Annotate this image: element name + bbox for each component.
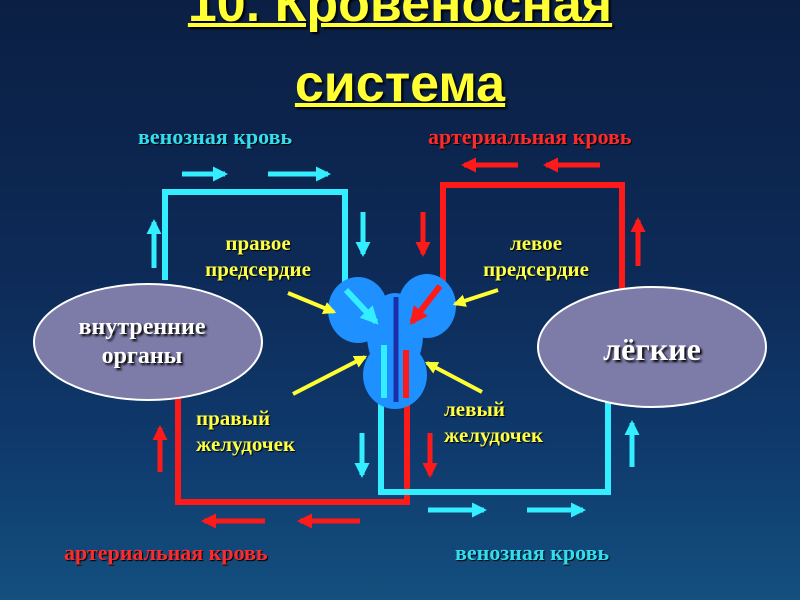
lungs-ellipse	[537, 286, 767, 408]
lungs-text: лёгкие	[603, 331, 701, 367]
title-text-2: система	[294, 55, 506, 113]
label-venous-top: венозная кровь	[138, 124, 293, 149]
right-atrium-text: правое предсердие	[205, 231, 311, 282]
internal-organs-ellipse	[33, 283, 263, 401]
pointer-right-atrium	[287, 291, 337, 314]
pointer-right-ventricle	[292, 355, 368, 396]
label-right-ventricle: правый желудочек	[196, 405, 295, 458]
page-title-line-2: система	[0, 58, 800, 110]
label-left-ventricle: левый желудочек	[444, 396, 543, 449]
arterial-loop-bottom-left	[175, 398, 410, 505]
venous-loop-top-left	[162, 189, 348, 290]
title-text-1: 10. Кровеносная	[187, 0, 613, 33]
label-right-atrium: правое предсердие	[178, 230, 338, 283]
left-atrium-text: левое предсердие	[483, 231, 589, 282]
arterial-loop-top-right	[440, 182, 625, 295]
page-title-line-1: 10. Кровеносная	[0, 0, 800, 30]
venous-flow-into-heart	[343, 287, 379, 325]
pointer-left-atrium	[452, 288, 499, 307]
pointer-left-ventricle	[424, 361, 483, 394]
internal-organs-text: внутренние органы	[78, 314, 206, 369]
label-venous-bottom: венозная кровь	[455, 540, 610, 565]
right-ventricle-text: правый желудочек	[196, 406, 296, 457]
label-arterial-bottom: артериальная кровь	[64, 540, 268, 565]
venous-loop-bottom-right	[378, 398, 611, 495]
label-arterial-top: артериальная кровь	[428, 124, 632, 149]
heart	[328, 274, 456, 409]
label-lungs: лёгкие	[552, 330, 752, 368]
arterial-flow-into-heart	[409, 284, 443, 325]
label-left-atrium: левое предсердие	[456, 230, 616, 283]
left-ventricle-text: левый желудочек	[444, 397, 544, 448]
label-internal-organs: внутренние органы	[42, 313, 242, 371]
